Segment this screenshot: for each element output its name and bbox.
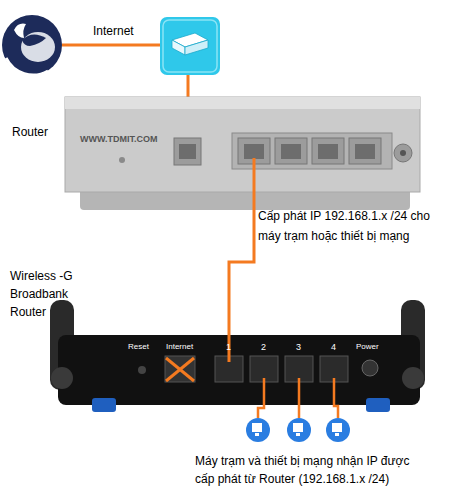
port-label: Power: [356, 341, 396, 353]
lan-port: [250, 356, 278, 382]
wireless-router: [50, 300, 425, 412]
wan-wire: [187, 75, 190, 140]
client-computer: [326, 418, 350, 442]
power-jack-pin: [400, 150, 406, 156]
computer-stand: [255, 433, 259, 436]
router-lip: [80, 180, 410, 210]
edge-label: Cấp phát IP 192.168.1.x /24 cho máy trạm…: [258, 206, 438, 246]
reset-hole: [119, 157, 125, 163]
disabled-mark: [166, 358, 194, 381]
client-computer: [246, 418, 270, 442]
port-number: 2: [261, 340, 273, 354]
network-cable: [229, 207, 254, 335]
port-number: 4: [331, 340, 343, 354]
globe-shape: [21, 32, 55, 62]
computer-screen: [293, 423, 303, 432]
power-jack: [394, 144, 412, 162]
router-foot: [366, 398, 390, 412]
computer-screen: [332, 423, 342, 432]
antenna-hinge: [402, 367, 424, 389]
computer-stand: [335, 433, 339, 436]
power-jack: [362, 360, 378, 376]
lan-port: [320, 356, 348, 382]
client-wire: [334, 378, 338, 418]
modem-side: [172, 40, 185, 55]
computer-disc: [246, 418, 270, 442]
lan-port-frame: [232, 133, 392, 169]
reset-button: [138, 366, 146, 374]
antenna-hinge: [51, 367, 73, 389]
globe-disc: [2, 15, 62, 75]
note-text: Máy trạm và thiết bị mạng nhận IP được c…: [195, 452, 423, 488]
client-wire: [258, 378, 264, 418]
internet-port: [165, 356, 195, 382]
computer-screen: [252, 423, 262, 432]
modem-top: [172, 33, 208, 47]
lan-wire: [253, 158, 256, 207]
modem-icon: [160, 17, 220, 75]
globe-ring: [6, 58, 48, 75]
lan-port-hole: [281, 144, 301, 159]
internet-icon: [2, 15, 62, 75]
lan-port: [285, 356, 313, 382]
port-number: 3: [296, 340, 308, 354]
wan-port: [174, 138, 201, 165]
modem-glow: [163, 20, 217, 72]
port-label: Reset: [128, 341, 168, 353]
computer-disc: [326, 418, 350, 442]
router-body: [58, 335, 420, 405]
modem-front: [185, 40, 208, 55]
lan-port: [215, 356, 243, 382]
wireless-router: Wireless -G Broadbank RouterResetInterne…: [58, 335, 420, 405]
lan-port-hole: [244, 144, 264, 159]
wan-port-hole: [179, 144, 196, 159]
lan-port: [238, 138, 270, 164]
link-label: Internet: [93, 22, 173, 40]
client-computer: [287, 418, 311, 442]
lan-port: [349, 138, 381, 164]
antenna: [401, 300, 425, 390]
lan-port: [275, 138, 307, 164]
internet-wire: [62, 44, 160, 47]
lan-port-hole: [355, 144, 375, 159]
router-foot: [92, 398, 116, 412]
globe-swoosh: [22, 34, 46, 46]
antenna: [50, 300, 74, 390]
lan-port-hole: [318, 144, 338, 159]
lan-port: [312, 138, 344, 164]
watermark: WWW.TDMIT.COM: [80, 132, 200, 146]
client-wire: [298, 378, 301, 418]
computer-stand: [296, 433, 300, 436]
disabled-mark: [166, 358, 194, 381]
router-panel: RouterWWW.TDMIT.COM: [65, 97, 420, 207]
computer-disc: [287, 418, 311, 442]
router-top: [65, 97, 420, 109]
node-heading: Wireless -G Broadbank Router: [10, 267, 84, 321]
head-silhouette: [14, 24, 26, 38]
router-panel: [65, 97, 420, 210]
port-number: 1: [226, 340, 238, 354]
lan-wire: [228, 335, 231, 362]
port-label: Internet: [166, 341, 206, 353]
router-body: [65, 97, 420, 192]
modem-tile: [160, 17, 220, 75]
node-heading: Router: [12, 123, 67, 141]
